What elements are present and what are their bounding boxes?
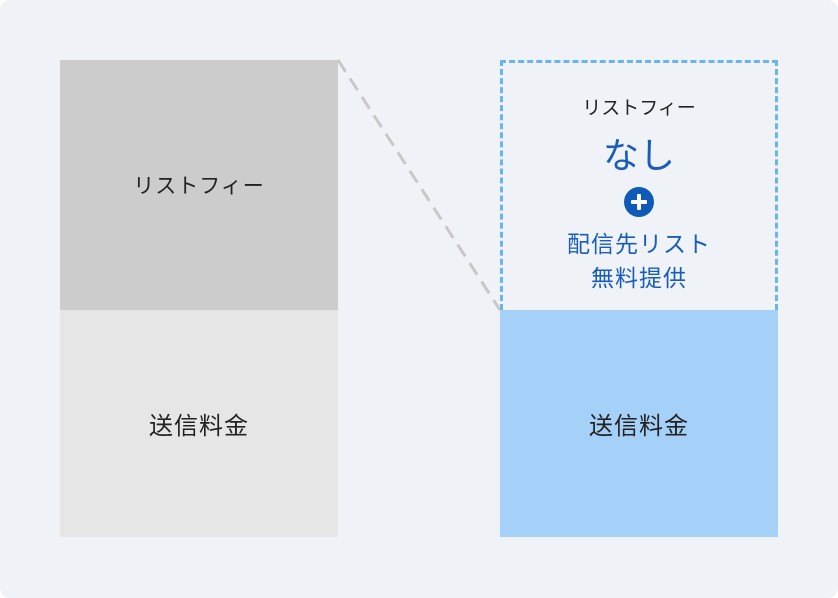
left-sending-fee-label: 送信料金 xyxy=(149,412,249,440)
left-sending-fee-block: 送信料金 xyxy=(60,310,338,537)
left-list-fee-block: リストフィー xyxy=(60,60,338,310)
right-list-fee-dashed-box: リストフィー なし 配信先リスト 無料提供 xyxy=(500,60,778,310)
right-sending-fee-label: 送信料金 xyxy=(589,412,689,440)
plus-circle-icon xyxy=(624,187,654,217)
left-list-fee-label: リストフィー xyxy=(133,174,265,198)
free-list-benefit-line1: 配信先リスト xyxy=(567,232,711,258)
right-sending-fee-block: 送信料金 xyxy=(500,310,778,537)
right-list-fee-heading: リストフィー xyxy=(582,97,696,119)
right-list-fee-value: なし xyxy=(602,136,675,177)
free-list-benefit-line2: 無料提供 xyxy=(591,266,687,292)
